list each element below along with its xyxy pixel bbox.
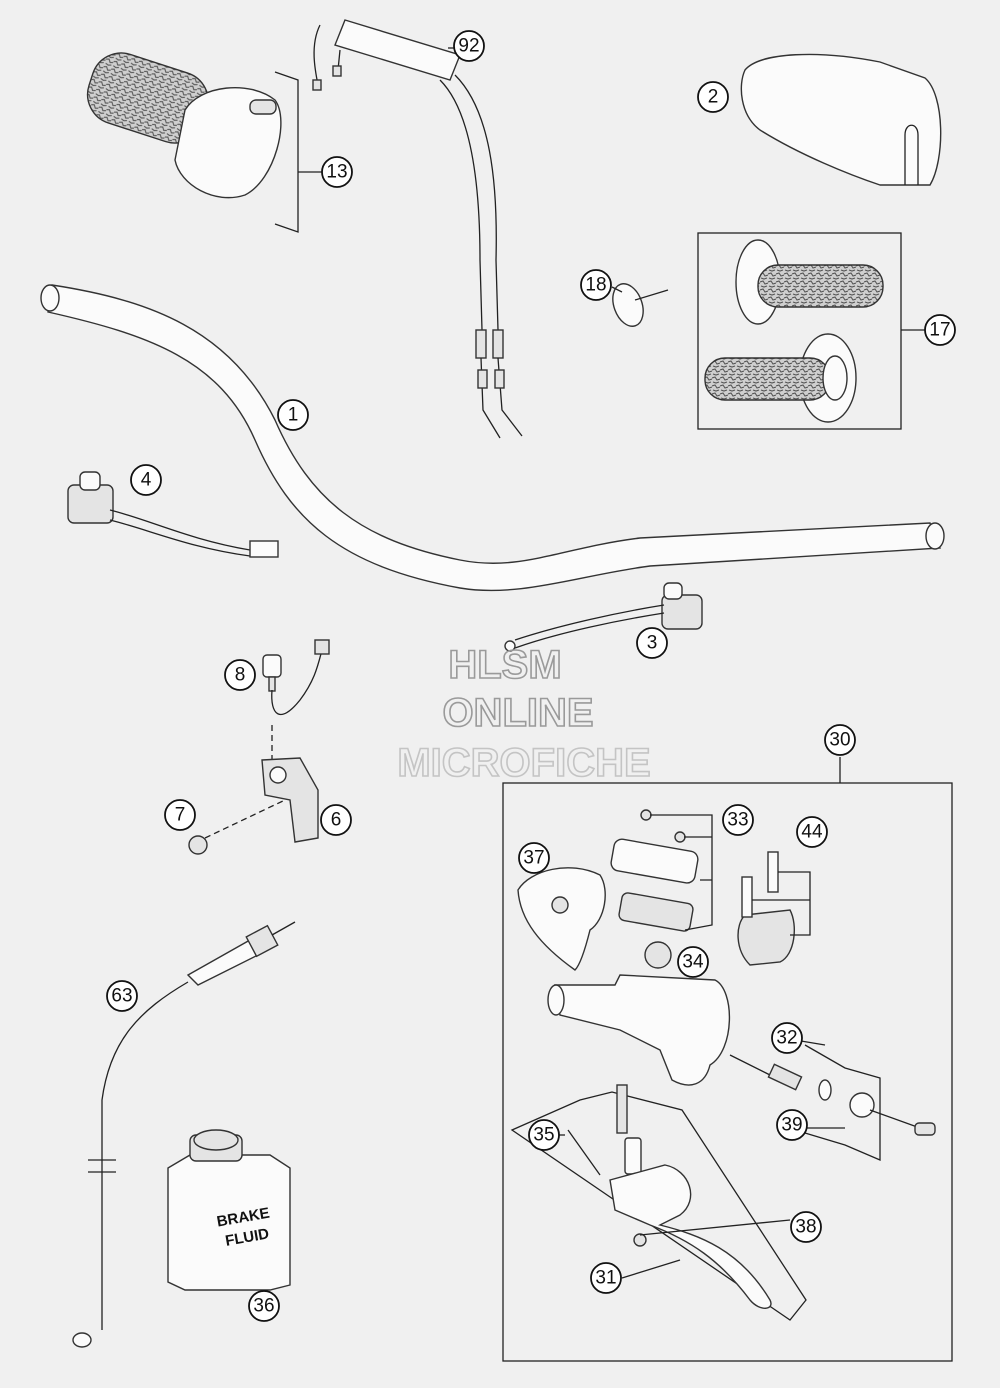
callout-6: 6 [320, 804, 352, 836]
callout-38-label: 38 [795, 1217, 816, 1238]
callout-2: 2 [697, 81, 729, 113]
callout-37: 37 [518, 842, 550, 874]
callout-44: 44 [796, 816, 828, 848]
callout-32-label: 32 [776, 1028, 797, 1049]
callout-8: 8 [224, 659, 256, 691]
callout-92: 92 [453, 30, 485, 62]
indicator-and-bracket [188, 639, 330, 855]
brake-master-cylinder-assembly [502, 757, 953, 1362]
callout-18-label: 18 [585, 275, 606, 296]
callout-63: 63 [106, 980, 138, 1012]
callout-92-label: 92 [458, 36, 479, 57]
callout-7: 7 [164, 799, 196, 831]
callout-3: 3 [636, 627, 668, 659]
callout-8-label: 8 [235, 665, 246, 686]
callout-6-label: 6 [331, 810, 342, 831]
callout-38: 38 [790, 1211, 822, 1243]
callout-3-label: 3 [647, 633, 658, 654]
brake-fluid-can: BRAKE FLUID [167, 1129, 291, 1291]
callout-7-label: 7 [175, 805, 186, 826]
callout-33-label: 33 [727, 810, 748, 831]
watermark-line2: ONLINE [442, 691, 593, 735]
callout-1: 1 [277, 399, 309, 431]
callout-4: 4 [130, 464, 162, 496]
callout-17: 17 [924, 314, 956, 346]
callout-30-label: 30 [829, 730, 850, 751]
callout-1-label: 1 [288, 405, 299, 426]
callout-13-label: 13 [326, 162, 347, 183]
handlebar [40, 284, 945, 592]
throttle-cables [312, 19, 523, 439]
left-switch [67, 471, 279, 558]
callout-39: 39 [776, 1109, 808, 1141]
callout-17-label: 17 [929, 320, 950, 341]
callout-44-label: 44 [801, 822, 823, 843]
callout-31-label: 31 [595, 1268, 616, 1289]
callout-37-label: 37 [523, 848, 544, 869]
watermark: HLSM ONLINE MICROFICHE [397, 642, 652, 786]
callout-34: 34 [677, 946, 709, 978]
watermark-line1: HLSM [448, 643, 561, 687]
callout-36: 36 [248, 1290, 280, 1322]
callout-13: 13 [321, 156, 353, 188]
handlebar-pad [740, 53, 942, 186]
callout-31: 31 [590, 1262, 622, 1294]
callout-32: 32 [771, 1022, 803, 1054]
callout-35-label: 35 [533, 1125, 554, 1146]
callout-30: 30 [824, 724, 856, 756]
throttle-grip [86, 52, 299, 233]
callout-63-label: 63 [111, 986, 132, 1007]
callout-34-label: 34 [682, 952, 704, 973]
right-switch [504, 582, 703, 652]
watermark-line3: MICROFICHE [397, 741, 650, 785]
callout-36-label: 36 [253, 1296, 274, 1317]
callout-35: 35 [528, 1119, 560, 1151]
callout-4-label: 4 [141, 470, 152, 491]
callout-39-label: 39 [781, 1115, 802, 1136]
brake-hose [72, 921, 296, 1348]
callout-18: 18 [580, 269, 612, 301]
callout-33: 33 [722, 804, 754, 836]
cable-tie [612, 283, 669, 327]
callout-2-label: 2 [708, 87, 719, 108]
grip-set [697, 232, 925, 430]
